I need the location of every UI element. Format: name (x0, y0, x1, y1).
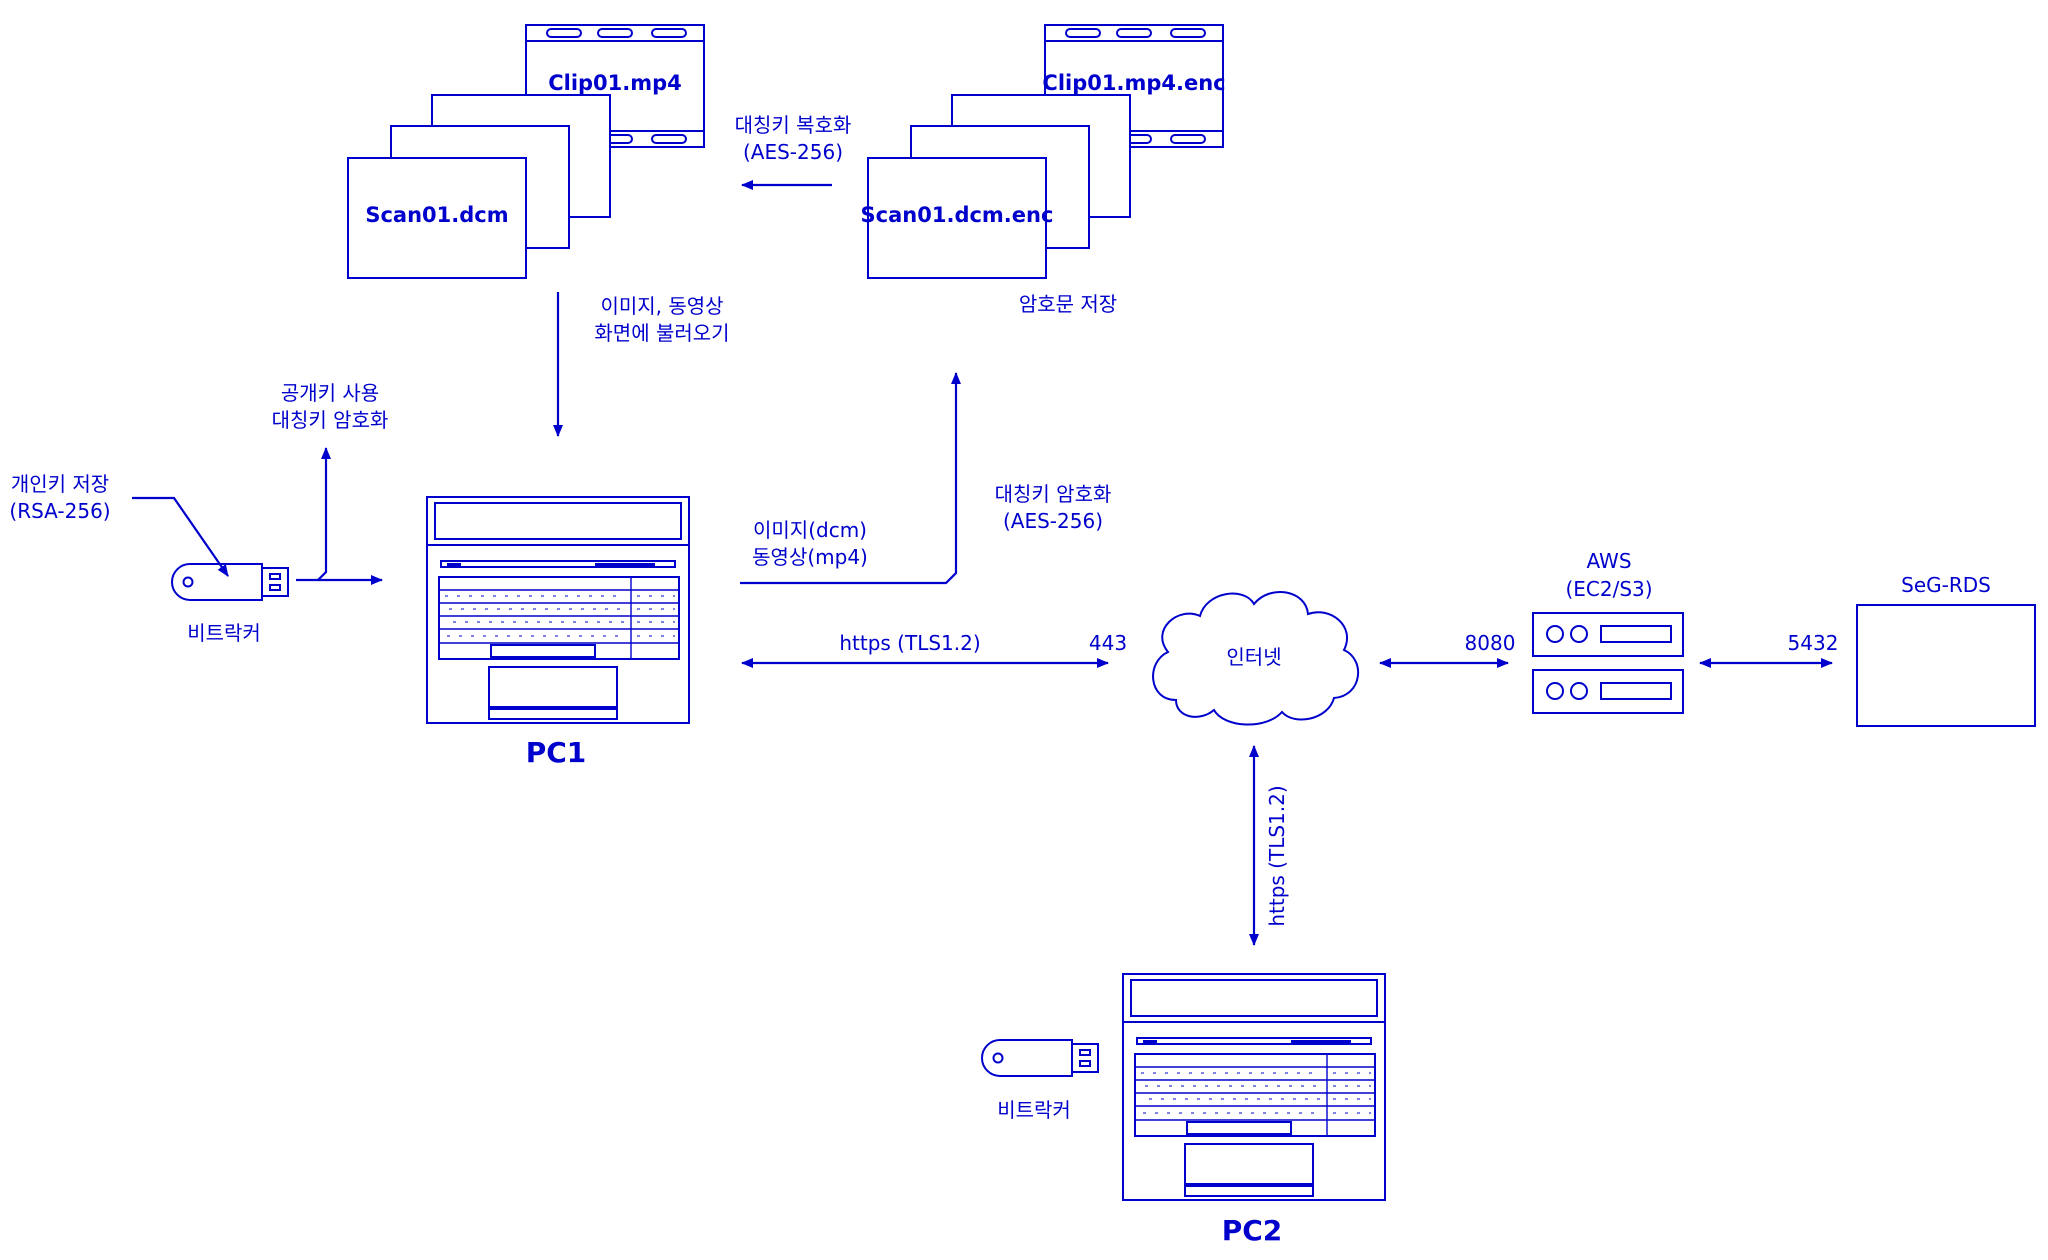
scan-file-card (347, 157, 527, 279)
encrypted-file-stack: Clip01.mp4.enc Scan01.dcm.enc (861, 24, 1226, 279)
enc-clip-file-name: Clip01.mp4.enc (1042, 71, 1225, 95)
enc-clip-strip-top (1044, 24, 1224, 42)
usb-key-icon-pc2 (981, 1039, 1099, 1077)
port-5432-label: 5432 (1788, 631, 1839, 655)
decrypt-label-2: (AES-256) (743, 140, 843, 164)
load-label-1: 이미지, 동영상 (600, 294, 723, 318)
port-8080-label: 8080 (1465, 631, 1516, 655)
pc1-laptop-icon (426, 496, 690, 724)
load-label-2: 화면에 불러오기 (594, 321, 729, 345)
pc2-label: PC2 (1222, 1214, 1283, 1247)
decrypt-label-1: 대칭키 복호화 (735, 113, 852, 137)
privkey-arrow (132, 496, 229, 577)
usb-key-icon (171, 563, 289, 601)
enc-scan-file-card (867, 157, 1047, 279)
media-label-2: 동영상(mp4) (752, 545, 868, 569)
rds-database-box (1856, 604, 2036, 727)
enc-scan-file-name: Scan01.dcm.enc (861, 203, 1054, 227)
internet-label: 인터넷 (1226, 645, 1281, 669)
media-label-1: 이미지(dcm) (753, 518, 867, 542)
plaintext-file-stack: Clip01.mp4 Scan01.dcm (347, 24, 705, 279)
bitlocker-label-pc1: 비트락커 (187, 621, 261, 645)
https-label-horizontal: https (TLS1.2) (839, 631, 980, 655)
scan-file-name: Scan01.dcm (365, 203, 508, 227)
clip-file-strip-top (525, 24, 705, 42)
pubkey-label-1: 공개키 사용 (281, 381, 379, 405)
port-443-label: 443 (1089, 631, 1127, 655)
pubkey-label-2: 대칭키 암호화 (272, 408, 389, 432)
rds-label: SeG-RDS (1901, 573, 1991, 597)
aws-server-icon (1532, 612, 1684, 714)
aws-label-1: AWS (1586, 549, 1631, 573)
encrypt-arrow (740, 372, 961, 585)
store-cipher-label: 암호문 저장 (1019, 292, 1117, 316)
aws-label-2: (EC2/S3) (1565, 577, 1652, 601)
pubkey-arrow (296, 447, 331, 582)
encrypt-label-1: 대칭키 암호화 (995, 482, 1112, 506)
bitlocker-label-pc2: 비트락커 (997, 1098, 1071, 1122)
encrypt-label-2: (AES-256) (1003, 509, 1103, 533)
pc1-label: PC1 (526, 736, 587, 769)
internet-cloud-icon (1152, 590, 1360, 726)
privkey-label-2: (RSA-256) (9, 499, 110, 523)
https-label-vertical: https (TLS1.2) (1265, 785, 1289, 926)
pc2-laptop-icon (1122, 973, 1386, 1201)
privkey-label-1: 개인키 저장 (11, 472, 109, 496)
clip-file-name: Clip01.mp4 (548, 71, 682, 95)
